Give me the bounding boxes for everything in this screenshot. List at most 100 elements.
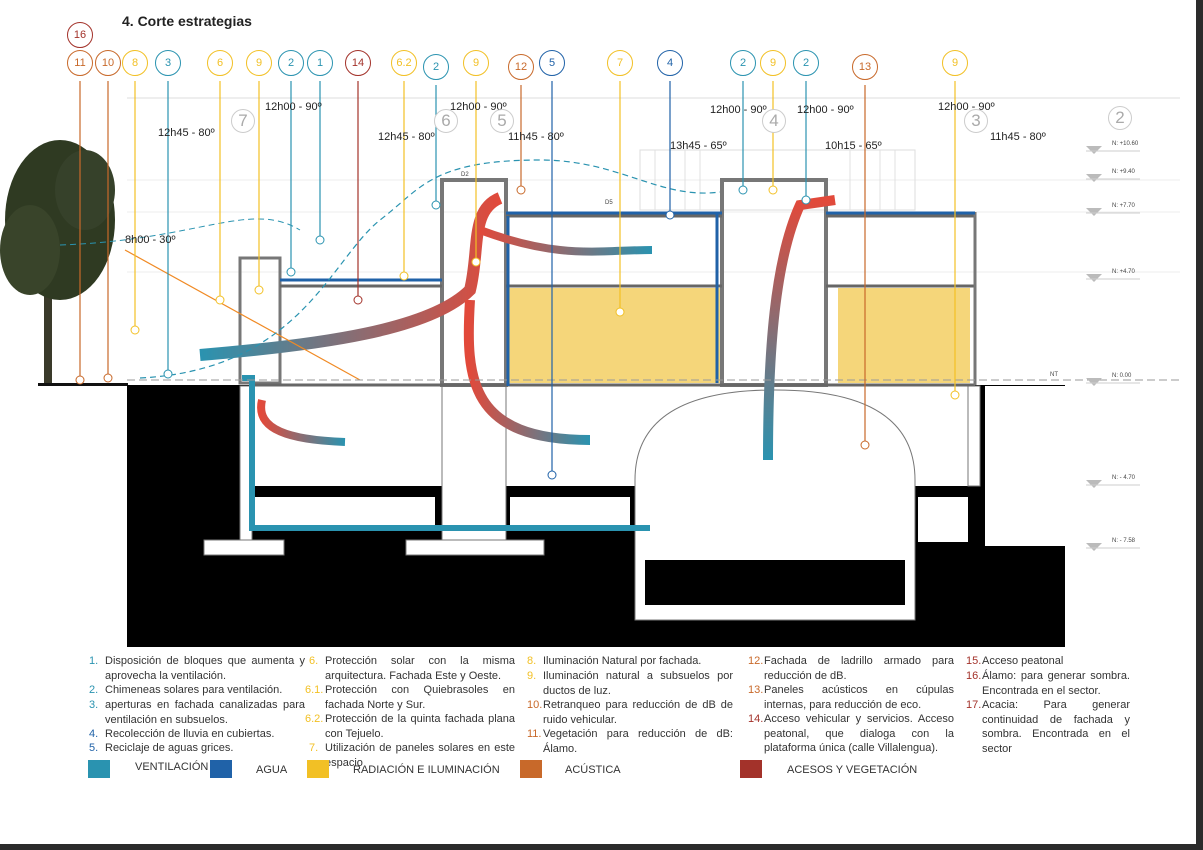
note-number: 6.1. (305, 684, 324, 696)
louvers (639, 149, 916, 211)
water-lines (280, 211, 975, 386)
wind-line (59, 218, 301, 246)
leader-dot (615, 307, 625, 317)
note-number: 8. (527, 655, 537, 667)
note-item: 8. Iluminación Natural por fachada. (527, 654, 733, 669)
label-2: 2 (730, 50, 756, 76)
legend-swatch (210, 760, 232, 778)
leader-dot (665, 210, 675, 220)
note-item: 11.Vegetación para reducción de dB: Álam… (527, 727, 733, 756)
level-marks (1086, 146, 1140, 551)
sun-angle-label: 12h00 - 90º (797, 104, 854, 116)
note-item: 13.Paneles acústicos en cúpulas internas… (748, 683, 954, 712)
note-text: Acceso peatonal (982, 655, 1064, 667)
note-item: 5. Reciclaje de aguas grices. (89, 741, 305, 756)
note-number: 6.2. (305, 713, 324, 725)
legend-swatch (520, 760, 542, 778)
wind-line (139, 159, 721, 379)
axis-marker: 4 (762, 109, 786, 133)
note-number: 2. (89, 684, 99, 696)
axis-marker: 7 (231, 109, 255, 133)
duct-space (510, 497, 630, 527)
label-2: 2 (423, 54, 449, 80)
note-number: 11. (527, 728, 542, 740)
note-text: Chimeneas solares para ventilación. (105, 684, 283, 696)
sun-angle-label: 12h45 - 80º (158, 127, 215, 139)
section-title: 4. Corte estrategias (122, 13, 252, 29)
level-label: N: +10.60 (1112, 141, 1139, 147)
note-text: Iluminación Natural por fachada. (543, 655, 702, 667)
legend-label: RADIACIÓN E ILUMINACIÓN (353, 764, 500, 776)
note-item: 1.Disposición de bloques que aumenta y a… (89, 654, 305, 683)
leader-dot (860, 440, 870, 450)
note-number: 5. (89, 742, 99, 754)
louver-lines (654, 150, 896, 210)
leader-dot (75, 375, 85, 385)
footing (203, 539, 285, 556)
note-text: aperturas en fachada canalizadas para ve… (105, 699, 305, 726)
label-2: 2 (278, 50, 304, 76)
leader-dot (471, 257, 481, 267)
level-triangle-icon (1086, 208, 1102, 216)
solar-panel-space (838, 288, 970, 383)
note-item: 6.1.Protección con Quiebrasoles en facha… (305, 683, 515, 712)
ventilation-duct (242, 375, 650, 531)
sun-angle-label: 8h00 - 30º (125, 234, 176, 246)
leader-dot (768, 185, 778, 195)
note-text: Acacia: Para generar continuidad de fach… (982, 699, 1130, 755)
note-item: 3.aperturas en fachada canalizadas para … (89, 698, 305, 727)
level-triangle-icon (1086, 274, 1102, 282)
sun-angle-label: 12h00 - 90º (938, 101, 995, 113)
note-text: Vegetación para reducción de dB: Álamo. (543, 728, 733, 755)
leader-dot (399, 271, 409, 281)
leader-dot (950, 390, 960, 400)
note-text: Iluminación natural a subsuelos por duct… (543, 670, 733, 697)
axis-marker: 5 (490, 109, 514, 133)
note-text: Protección con Quiebrasoles en fachada N… (325, 684, 515, 711)
level-triangle-icon (1086, 543, 1102, 551)
note-text: Paneles acústicos en cúpulas internas, p… (764, 684, 954, 711)
cistern (645, 560, 905, 605)
axis-marker: 3 (964, 109, 988, 133)
note-number: 12. (748, 655, 764, 667)
leader-dot (286, 267, 296, 277)
airflow-arrow (478, 226, 653, 256)
axis-marker: 2 (1108, 106, 1132, 130)
level-label: N: +7.70 (1112, 203, 1135, 209)
note-text: Disposición de bloques que aumenta y apr… (105, 655, 305, 682)
tag-nt: NT (1050, 372, 1058, 378)
label-7: 7 (607, 50, 633, 76)
label-12: 12 (508, 54, 534, 80)
airflow-arrow (763, 195, 836, 461)
label-9: 9 (942, 50, 968, 76)
note-number: 6. (309, 655, 319, 667)
label-4: 4 (657, 50, 683, 76)
note-number: 7. (309, 742, 319, 754)
note-number: 15. (966, 655, 982, 667)
level-label: N: 0.00 (1112, 373, 1132, 379)
ground-line (38, 383, 128, 386)
note-text: Utilización de paneles solares en este e… (325, 742, 515, 769)
note-number: 16. (966, 670, 982, 682)
legend-label: VENTILACIÓN (135, 761, 209, 773)
leader-dot (353, 295, 363, 305)
tag-d2: D2 (461, 172, 469, 178)
sun-angle-label: 11h45 - 80º (990, 131, 1046, 143)
note-number: 10. (527, 699, 543, 711)
leader-dot (516, 185, 526, 195)
sun-angle-label: 10h15 - 65º (825, 140, 882, 152)
note-item: 9.Iluminación natural a subsuelos por du… (527, 669, 733, 698)
duct-space (255, 497, 435, 527)
note-text: Acceso vehicular y servicios. Acceso pea… (764, 713, 954, 755)
sun-angle-label: 12h45 - 80º (378, 131, 435, 143)
solar-panel-space (508, 288, 722, 383)
note-text: Reciclaje de aguas grices. (105, 742, 234, 754)
solar-chimney (238, 256, 282, 385)
side-space (985, 386, 1065, 546)
sun-angle-label: 12h00 - 90º (450, 101, 507, 113)
note-number: 4. (89, 728, 99, 740)
legend-label: ACÚSTICA (565, 764, 621, 776)
level-triangle-icon (1086, 480, 1102, 488)
sun-angle-label: 12h00 - 90º (710, 104, 767, 116)
leader-dot (431, 200, 441, 210)
